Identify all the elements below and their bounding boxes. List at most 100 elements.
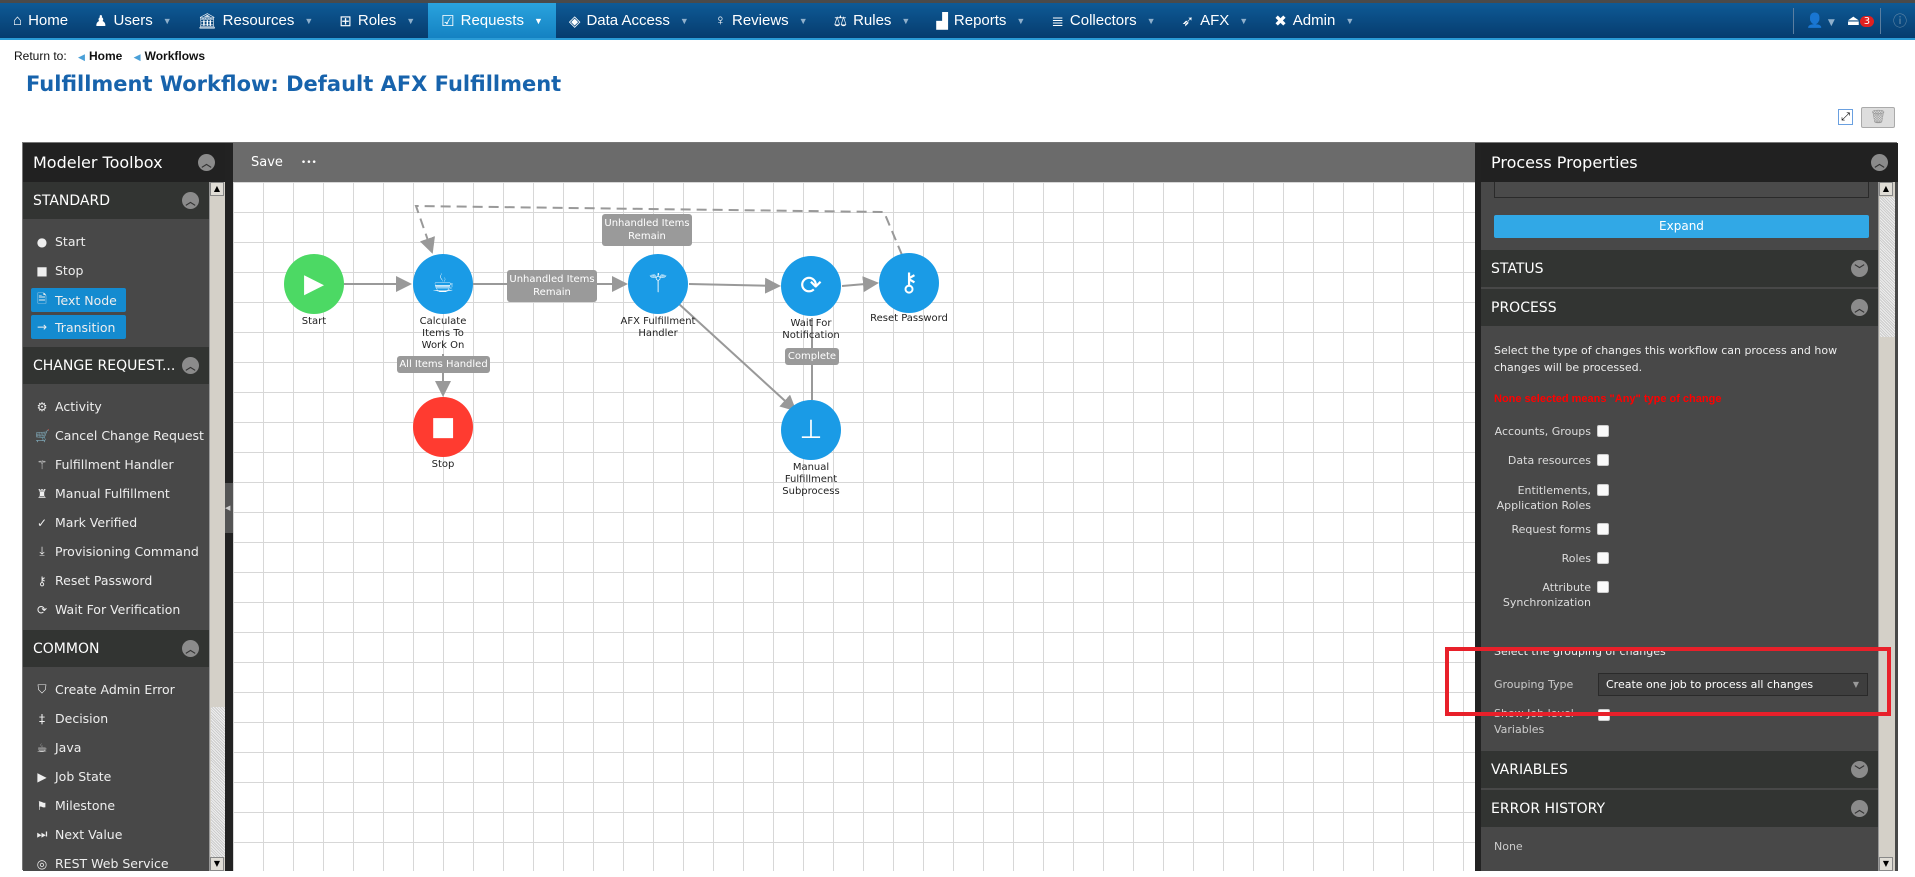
transition-afx-wait[interactable] (688, 277, 781, 294)
canvas-grid[interactable]: ▶Start☕Calculate Items To Work On⚚AFX Fu… (233, 182, 1475, 871)
tool-reset-password[interactable]: ⚷Reset Password (23, 566, 209, 595)
nav-data-access[interactable]: ◈Data Access▼ (556, 3, 702, 38)
tool-text-node[interactable]: 🗎Text Node (31, 288, 126, 312)
nav-reports[interactable]: ▟Reports▼ (923, 3, 1038, 38)
refresh-icon: ⟳ (800, 271, 822, 301)
tool-activity[interactable]: ⚙Activity (23, 392, 209, 421)
delete-button[interactable]: 🗑 (1861, 107, 1895, 128)
section-process[interactable]: PROCESS︿ (1481, 289, 1878, 326)
nav-admin[interactable]: ✖Admin▼ (1261, 3, 1367, 38)
workflow-node[interactable]: ■ (413, 397, 473, 457)
description-field[interactable] (1494, 182, 1869, 198)
workflow-canvas[interactable]: Save ••• ▶Start☕Calculate Items To Work … (233, 143, 1475, 871)
tool-mark-verified[interactable]: ✓Mark Verified (23, 508, 209, 537)
nav-resources[interactable]: 🏛Resources▼ (185, 3, 327, 38)
workflow-node[interactable]: ⊥ (781, 400, 841, 460)
transition-label[interactable]: Unhandled Items Remain (602, 214, 692, 246)
nav-home[interactable]: ⌂Home (0, 3, 81, 38)
chevron-up-icon[interactable]: ︿ (1851, 299, 1868, 316)
toolbox-section-header[interactable]: CHANGE REQUEST...︿ (23, 347, 209, 384)
tool-wait-for-verification[interactable]: ⟳Wait For Verification (23, 595, 209, 624)
section-variables[interactable]: VARIABLES﹀ (1481, 751, 1878, 788)
workflow-node[interactable]: ⟳ (781, 256, 841, 316)
expand-button[interactable]: Expand (1494, 215, 1869, 238)
tool-milestone[interactable]: ⚑Milestone (23, 791, 209, 820)
more-options-icon[interactable]: ••• (300, 157, 317, 168)
tool-stop[interactable]: ■Stop (23, 256, 209, 285)
toolbox-section-header[interactable]: COMMON︿ (23, 630, 209, 667)
coffee-icon: ☕ (36, 740, 48, 755)
chevron-down-icon[interactable]: ﹀ (1851, 260, 1868, 277)
toolbox-section-header[interactable]: STANDARD ︿ (23, 182, 209, 219)
chevron-up-icon[interactable]: ︿ (1871, 154, 1888, 171)
transition-wait-reset[interactable] (841, 276, 879, 293)
workflow-node[interactable]: ⚷ (879, 253, 939, 313)
workflow-node[interactable]: ☕ (413, 254, 473, 314)
properties-header[interactable]: Process Properties︿ (1481, 143, 1898, 182)
tool-rest-web-service[interactable]: ◎REST Web Service (23, 849, 209, 871)
properties-splitter[interactable] (1475, 143, 1481, 871)
change-type-checkbox[interactable] (1597, 425, 1609, 437)
properties-scrollbar[interactable]: ▲ ▼ (1878, 182, 1895, 871)
change-type-checkbox[interactable] (1597, 581, 1609, 593)
chevron-up-icon[interactable]: ︿ (1851, 800, 1868, 817)
tool-create-admin-error[interactable]: ⛉Create Admin Error (23, 675, 209, 704)
grouping-type-select[interactable]: Create one job to process all changes▼ (1598, 673, 1868, 696)
toolbox-scrollbar[interactable]: ▲ ▼ (209, 182, 225, 871)
inbox-button[interactable]: ⏏3 (1847, 13, 1875, 29)
scroll-down-icon[interactable]: ▼ (210, 857, 224, 871)
tool-provisioning-command[interactable]: ⤓Provisioning Command (23, 537, 209, 566)
tool-decision[interactable]: ‡Decision (23, 704, 209, 733)
nav-afx[interactable]: ➶AFX▼ (1169, 3, 1262, 38)
workflow-node[interactable]: ▶ (284, 254, 344, 314)
section-title: STANDARD (33, 192, 111, 209)
nav-users[interactable]: ♟Users▼ (81, 3, 185, 38)
tool-job-state[interactable]: ▶Job State (23, 762, 209, 791)
nav-label: AFX (1200, 12, 1230, 29)
tool-java[interactable]: ☕Java (23, 733, 209, 762)
save-button[interactable]: Save (251, 155, 283, 170)
chevron-down-icon[interactable]: ﹀ (1851, 761, 1868, 778)
breadcrumb-workflows[interactable]: Workflows (144, 49, 206, 63)
tool-label: Start (55, 234, 86, 249)
section-error-history[interactable]: ERROR HISTORY︿ (1481, 790, 1878, 827)
tool-manual-fulfillment[interactable]: ♜Manual Fulfillment (23, 479, 209, 508)
chevron-up-icon[interactable]: ︿ (182, 192, 199, 209)
user-menu[interactable]: 👤▼ (1806, 12, 1835, 29)
nav-reviews[interactable]: ♀Reviews▼ (702, 3, 821, 38)
fullscreen-icon[interactable]: ⤢ (1838, 109, 1853, 125)
breadcrumb-home[interactable]: Home (88, 49, 123, 63)
tool-next-value[interactable]: ⏭Next Value (23, 820, 209, 849)
help-icon[interactable]: ⓘ (1893, 13, 1907, 30)
transition-afx-manual[interactable] (678, 303, 797, 412)
change-type-checkbox[interactable] (1597, 523, 1609, 535)
tool-cancel-change-request[interactable]: 🛒Cancel Change Request (23, 421, 209, 450)
transition-label[interactable]: Complete (785, 348, 839, 365)
transition-label[interactable]: All Items Handled (397, 356, 490, 373)
tool-start[interactable]: ●Start (23, 227, 209, 256)
database-icon: ≣ (1051, 12, 1064, 30)
nav-requests[interactable]: ☑Requests▼ (428, 3, 556, 38)
toolbox-splitter[interactable]: ◀ (225, 143, 233, 871)
modeler-toolbox: Modeler Toolbox︿ STANDARD ︿ ●Start■Stop 🗎Te… (23, 143, 225, 871)
change-type-checkbox[interactable] (1597, 454, 1609, 466)
change-type-checkbox[interactable] (1597, 552, 1609, 564)
chevron-up-icon[interactable]: ︿ (182, 357, 199, 374)
tool-transition[interactable]: →Transition (31, 315, 126, 339)
toolbox-header[interactable]: Modeler Toolbox︿ (23, 143, 225, 182)
change-type-checkbox[interactable] (1597, 484, 1609, 496)
nav-roles[interactable]: ⊞Roles▼ (326, 3, 428, 38)
scroll-up-icon[interactable]: ▲ (1879, 182, 1893, 196)
transition-reset-calculate[interactable] (414, 204, 903, 256)
nav-rules[interactable]: ⚖Rules▼ (821, 3, 924, 38)
section-status[interactable]: STATUS﹀ (1481, 250, 1878, 287)
transition-label[interactable]: Unhandled Items Remain (507, 270, 597, 302)
workflow-node[interactable]: ⚚ (628, 254, 688, 314)
chevron-up-icon[interactable]: ︿ (198, 154, 215, 171)
chevron-up-icon[interactable]: ︿ (182, 640, 199, 657)
scroll-down-icon[interactable]: ▼ (1879, 857, 1893, 871)
tool-fulfillment-handler[interactable]: ⚚Fulfillment Handler (23, 450, 209, 479)
nav-collectors[interactable]: ≣Collectors▼ (1038, 3, 1168, 38)
magic-wand-icon: ⚚ (36, 457, 48, 472)
scroll-up-icon[interactable]: ▲ (210, 182, 224, 196)
